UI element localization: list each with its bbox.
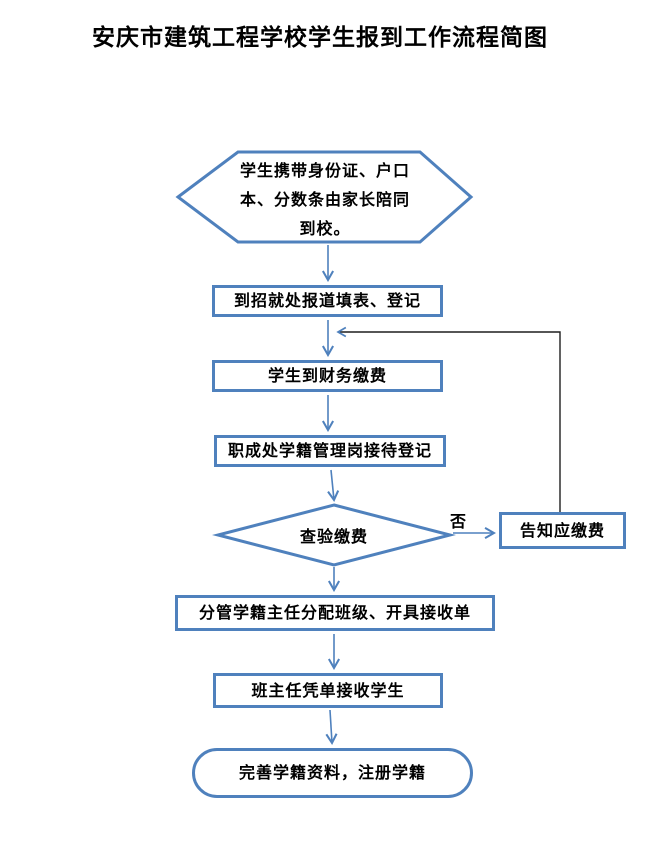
node-check-label: 查验缴费 — [299, 527, 368, 546]
node-assign: 分管学籍主任分配班级、开具接收单 — [175, 595, 495, 631]
node-pay: 学生到财务缴费 — [212, 360, 443, 392]
edge-label-no: 否 — [450, 512, 467, 531]
node-end: 完善学籍资料，注册学籍 — [192, 748, 473, 798]
check-diamond-shape — [212, 503, 456, 567]
page-title: 安庆市建筑工程学校学生报到工作流程简图 — [92, 24, 548, 51]
node-inform: 告知应缴费 — [499, 512, 626, 549]
node-start-label: 学生携带身份证、户口 本、分数条由家长陪同 到校。 — [239, 160, 410, 238]
arrow-inform-feedback-to-pay — [338, 332, 561, 512]
node-reception: 职成处学籍管理岗接待登记 — [214, 435, 446, 467]
arrow-reception-to-check — [331, 469, 334, 500]
node-teacher: 班主任凭单接收学生 — [213, 673, 443, 708]
node-register: 到招就处报道填表、登记 — [212, 285, 443, 317]
arrow-teacher-to-end — [330, 709, 332, 743]
start-hexagon-shape — [175, 150, 474, 244]
